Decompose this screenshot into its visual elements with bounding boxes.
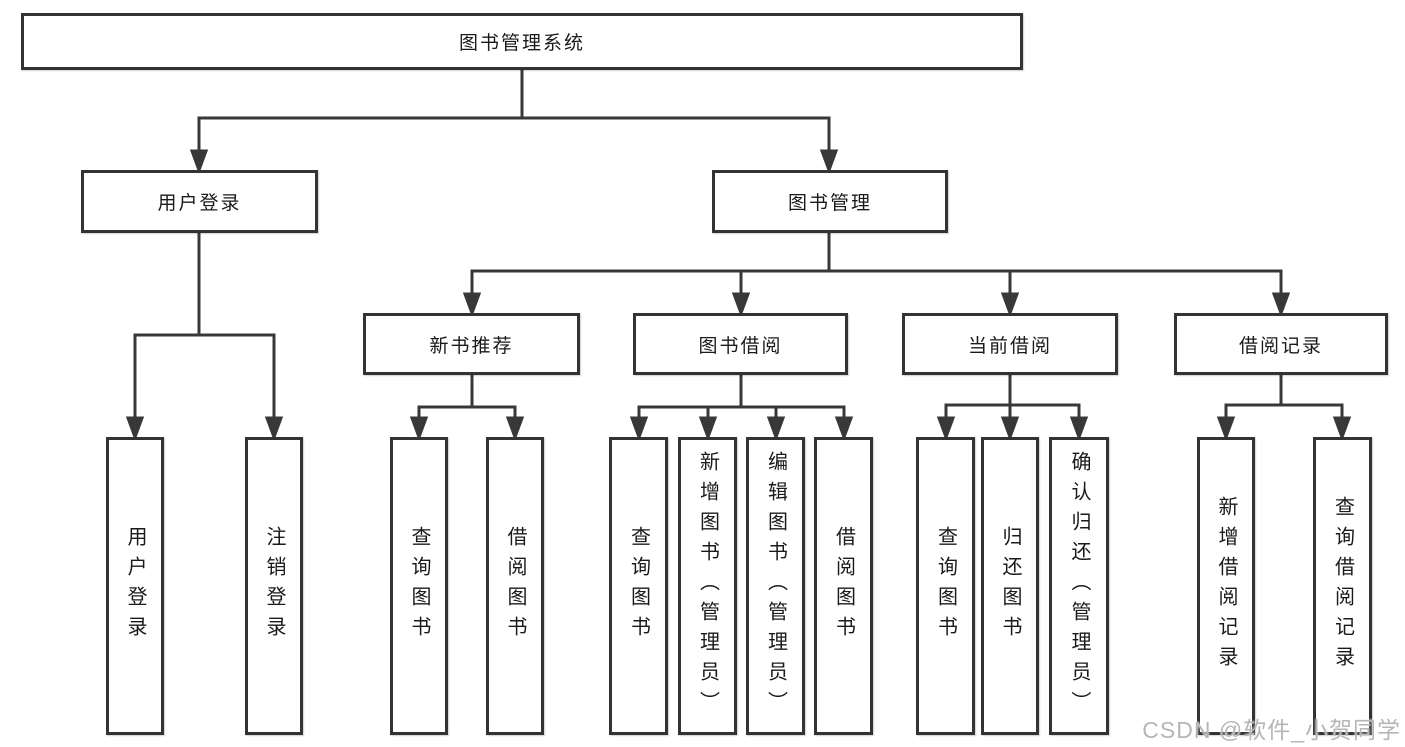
arrowhead — [698, 416, 718, 442]
node-leaf-confirm-return-admin: 确认归还（管理员） — [1049, 437, 1109, 735]
node-leaf-add-books-admin: 新增图书（管理员） — [678, 437, 737, 735]
arrowhead — [462, 292, 482, 318]
node-leaf-return-books: 归还图书 — [981, 437, 1039, 735]
connector-borrow-records-to-leaves — [1216, 373, 1352, 442]
node-leaf-query-books-2: 查询图书 — [609, 437, 668, 735]
node-label: 查询图书 — [934, 526, 957, 646]
node-label: 图书管理系统 — [458, 33, 585, 54]
connector-root-to-level2 — [189, 67, 839, 175]
arrowhead — [409, 416, 429, 442]
arrowhead — [125, 416, 145, 442]
node-leaf-user-login: 用户登录 — [106, 437, 164, 735]
node-label: 图书管理 — [787, 193, 872, 214]
connector-current-borrow-to-leaves — [936, 373, 1089, 442]
node-label: 借阅图书 — [504, 526, 526, 646]
node-label: 归还图书 — [999, 526, 1021, 646]
connector-book-borrow-to-leaves — [629, 373, 854, 442]
arrowhead — [1000, 292, 1020, 318]
arrowhead — [819, 149, 839, 175]
csdn-watermark: CSDN @软件_小贺同学 — [1142, 717, 1401, 743]
node-leaf-borrow-books-1: 借阅图书 — [486, 437, 544, 735]
arrowhead — [731, 292, 751, 318]
node-leaf-borrow-books-2: 借阅图书 — [814, 437, 873, 735]
node-new-book-recommend: 新书推荐 — [363, 313, 580, 375]
node-label: 借阅图书 — [832, 526, 855, 646]
node-leaf-query-books-1: 查询图书 — [390, 437, 448, 735]
arrowhead — [936, 416, 956, 442]
arrowhead — [505, 416, 525, 442]
node-label: 当前借阅 — [967, 335, 1052, 357]
arrowhead — [264, 416, 284, 442]
arrowhead — [834, 416, 854, 442]
arrowhead — [1216, 416, 1236, 442]
node-label: 查询图书 — [627, 526, 650, 646]
node-leaf-edit-books-admin: 编辑图书（管理员） — [746, 437, 805, 735]
node-book-borrowing: 图书借阅 — [633, 313, 848, 375]
node-label: 新增图书（管理员） — [696, 451, 719, 721]
node-label: 注销登录 — [263, 526, 285, 646]
node-label: 新增借阅记录 — [1215, 496, 1237, 676]
node-book-management-group: 图书管理 — [712, 170, 948, 233]
node-root-library-management-system: 图书管理系统 — [21, 13, 1023, 70]
node-label: 用户登录 — [124, 526, 146, 646]
arrowhead — [1069, 416, 1089, 442]
arrowhead — [629, 416, 649, 442]
node-current-borrowing: 当前借阅 — [902, 313, 1118, 375]
node-borrowing-records: 借阅记录 — [1174, 313, 1388, 375]
arrowhead — [1332, 416, 1352, 442]
node-leaf-logout: 注销登录 — [245, 437, 303, 735]
arrowhead — [1000, 416, 1020, 442]
connector-new-book-rec-to-leaves — [409, 373, 525, 442]
node-label: 确认归还（管理员） — [1068, 451, 1090, 721]
node-leaf-query-borrow-record: 查询借阅记录 — [1313, 437, 1372, 735]
node-label: 新书推荐 — [429, 335, 514, 357]
node-label: 查询借阅记录 — [1331, 496, 1354, 676]
node-label: 图书借阅 — [698, 335, 783, 357]
arrowhead — [189, 149, 209, 175]
node-label: 查询图书 — [408, 526, 430, 646]
node-label: 借阅记录 — [1238, 335, 1323, 357]
node-label: 用户登录 — [157, 193, 242, 214]
arrowhead — [1271, 292, 1291, 318]
node-user-login-group: 用户登录 — [81, 170, 318, 233]
connector-book-mgmt-to-level3 — [462, 230, 1291, 318]
connector-user-login-to-leaves — [125, 230, 284, 442]
node-leaf-query-books-3: 查询图书 — [916, 437, 975, 735]
node-label: 编辑图书（管理员） — [764, 451, 787, 721]
node-leaf-add-borrow-record: 新增借阅记录 — [1197, 437, 1255, 735]
arrowhead — [766, 416, 786, 442]
